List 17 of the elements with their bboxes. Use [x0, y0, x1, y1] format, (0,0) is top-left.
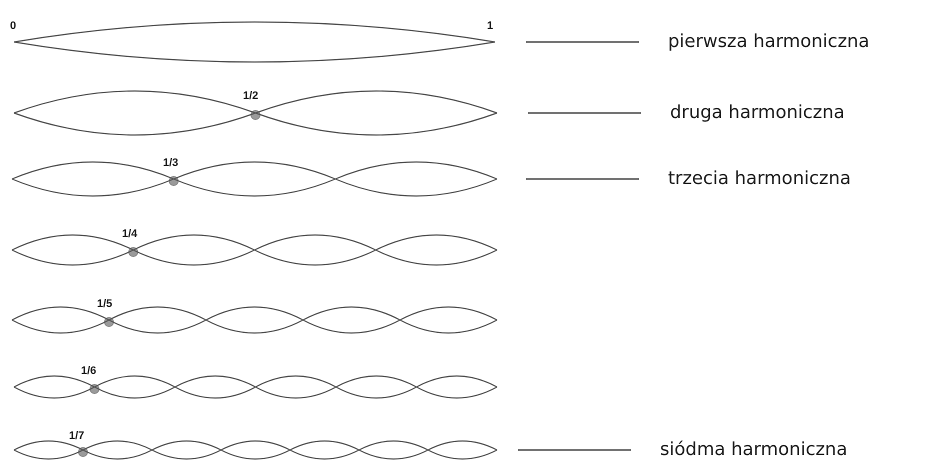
standing-wave-drawing	[14, 22, 495, 62]
position-label: 0	[10, 20, 16, 32]
wave-label: druga harmoniczna	[670, 102, 845, 124]
standing-wave-drawing	[14, 91, 497, 135]
wave-label: pierwsza harmoniczna	[668, 31, 870, 53]
position-label: 1/4	[122, 228, 138, 240]
position-label: 1/5	[97, 298, 112, 310]
wave-label: trzecia harmoniczna	[668, 168, 851, 190]
position-label: 1/7	[69, 430, 84, 442]
standing-wave-drawing	[14, 441, 497, 459]
wave-label: siódma harmoniczna	[660, 439, 848, 461]
position-label: 1/6	[81, 365, 96, 377]
standing-wave-drawing	[12, 307, 497, 333]
standing-wave-drawing	[14, 376, 497, 398]
position-label: 1	[487, 20, 494, 32]
position-label: 1/2	[243, 90, 258, 102]
position-label: 1/3	[163, 157, 178, 169]
